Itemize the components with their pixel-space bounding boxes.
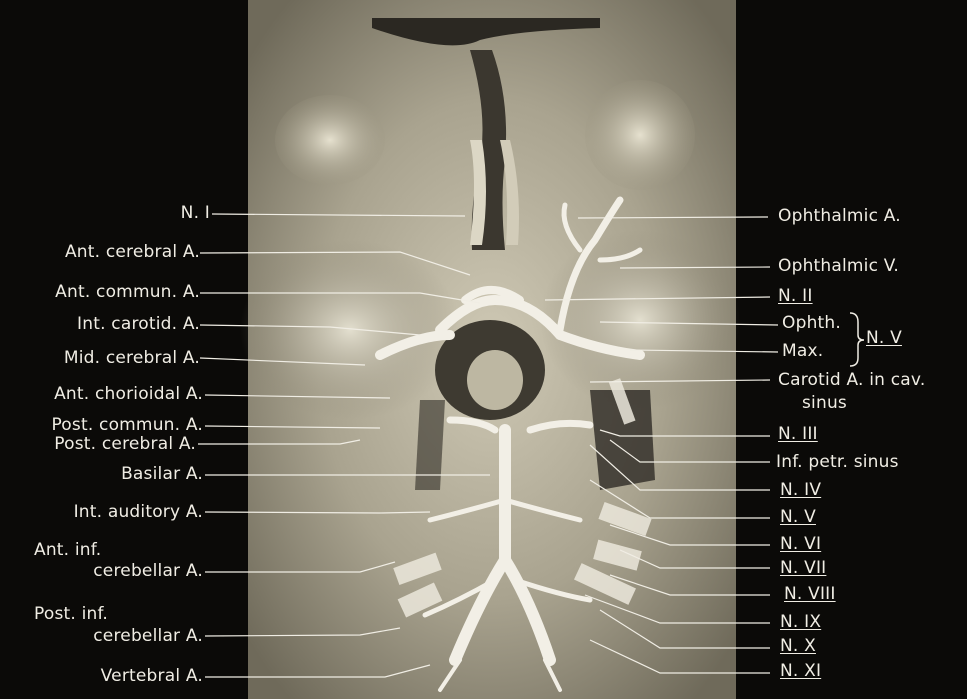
label-n-xi: N. XI (780, 663, 821, 680)
label-n-x: N. X (780, 638, 816, 655)
label-n-viii: N. VIII (784, 586, 836, 603)
label-n-iii: N. III (778, 426, 818, 443)
label-n-v-group: N. V (866, 330, 902, 347)
label-carotid-cav: Carotid A. in cav. (778, 372, 925, 389)
label-post-cerebral: Post. cerebral A. (10, 436, 196, 453)
label-n-vi: N. VI (780, 536, 821, 553)
label-ophthalmic-a: Ophthalmic A. (778, 208, 901, 225)
label-ant-inf: Ant. inf. (34, 542, 101, 559)
label-ant-chorioidal: Ant. chorioidal A. (0, 386, 203, 403)
label-sinus: sinus (802, 395, 847, 412)
label-mid-cerebral: Mid. cerebral A. (10, 350, 200, 367)
label-int-carotid: Int. carotid. A. (10, 316, 200, 333)
label-n-ix: N. IX (780, 614, 821, 631)
pituitary (467, 350, 523, 410)
label-ant-commun: Ant. commun. A. (10, 284, 200, 301)
left-orbit (275, 95, 385, 185)
label-ophth: Ophth. (782, 315, 841, 332)
right-orbit (585, 80, 695, 190)
label-post-inf-cerebellar: cerebellar A. (10, 628, 203, 645)
label-basilar: Basilar A. (10, 466, 203, 483)
left-temporal-lobe (240, 240, 460, 420)
label-post-inf: Post. inf. (34, 606, 108, 623)
label-ant-cerebral: Ant. cerebral A. (10, 244, 200, 261)
label-n-iv: N. IV (780, 482, 821, 499)
label-n-i: N. I (140, 205, 210, 222)
label-int-auditory: Int. auditory A. (10, 504, 203, 521)
label-n-v: N. V (780, 509, 816, 526)
label-ophthalmic-v: Ophthalmic V. (778, 258, 899, 275)
label-inf-petr: Inf. petr. sinus (776, 454, 899, 471)
label-n-ii: N. II (778, 288, 813, 305)
label-post-commun: Post. commun. A. (10, 417, 203, 434)
label-max: Max. (782, 343, 823, 360)
label-vertebral: Vertebral A. (10, 668, 203, 685)
right-temporal-lobe (540, 230, 740, 410)
label-ant-inf-cerebellar: cerebellar A. (10, 563, 203, 580)
label-n-vii: N. VII (780, 560, 826, 577)
